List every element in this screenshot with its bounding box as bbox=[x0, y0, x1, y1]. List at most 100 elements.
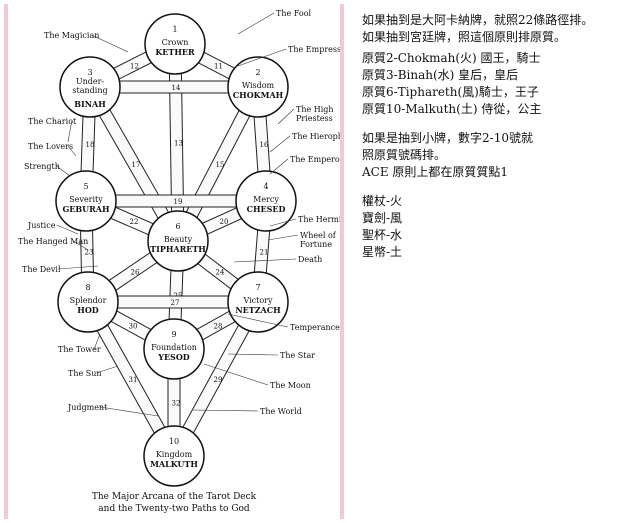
card-label: Fortune bbox=[300, 240, 332, 249]
card-label: Death bbox=[298, 255, 322, 264]
sephirah-circle bbox=[55, 170, 117, 232]
sephirah-name: Mercy bbox=[253, 195, 279, 204]
card-label: Justice bbox=[27, 221, 56, 230]
note-suit-pentacles: 星幣-土 bbox=[362, 245, 403, 259]
leader-line bbox=[277, 108, 295, 125]
path-number: 28 bbox=[214, 323, 223, 331]
sephirah-number: 10 bbox=[169, 437, 179, 446]
card-label: The Chariot bbox=[28, 117, 77, 126]
sephirah-hebrew: GEBURAH bbox=[62, 204, 110, 214]
path-number: 17 bbox=[132, 161, 141, 169]
card-label: The Emperor bbox=[290, 155, 340, 164]
card-label: The Hierophant bbox=[292, 132, 340, 141]
card-label: The Magician bbox=[44, 31, 99, 40]
sephirah-number: 4 bbox=[263, 182, 268, 191]
path-number: 29 bbox=[214, 376, 223, 384]
sephirah-hebrew: NETZACH bbox=[235, 305, 281, 315]
sephirah-number: 3 bbox=[87, 68, 92, 77]
path-number: 32 bbox=[172, 400, 181, 408]
leader-line bbox=[227, 313, 289, 328]
sephirah-name: Victory bbox=[242, 296, 273, 305]
sephirah-name: Foundation bbox=[151, 343, 197, 352]
card-label: The World bbox=[260, 407, 302, 416]
card-label: The Star bbox=[280, 351, 315, 360]
sephirah-name: Crown bbox=[162, 38, 189, 47]
leader-line bbox=[96, 365, 119, 374]
path-number: 20 bbox=[220, 218, 229, 226]
path-number: 23 bbox=[85, 249, 94, 257]
tree-of-life-svg: 1112131415161718192021222324252627282930… bbox=[18, 9, 357, 514]
sephirah-circle bbox=[59, 56, 121, 118]
path-number: 13 bbox=[174, 140, 183, 148]
sephirah-number: 8 bbox=[85, 283, 90, 292]
card-label: The High bbox=[296, 105, 334, 114]
leader-line bbox=[58, 265, 99, 270]
path-number: 19 bbox=[174, 198, 183, 206]
leader-line bbox=[67, 145, 77, 157]
sephirah-hebrew: CHOKMAH bbox=[233, 90, 284, 100]
leader-line bbox=[269, 135, 291, 153]
sephirah-hebrew: YESOD bbox=[157, 352, 190, 362]
path-number: 24 bbox=[216, 269, 225, 277]
note-suit-wands: 權杖-火 bbox=[362, 194, 403, 208]
card-label: Wheel of bbox=[300, 231, 337, 240]
sephirah-name: Under- bbox=[76, 77, 105, 86]
card-label: The Hermit bbox=[298, 215, 340, 224]
card-label: Temperance bbox=[290, 323, 340, 332]
leader-line bbox=[269, 218, 297, 227]
card-label: The Fool bbox=[276, 9, 312, 18]
leader-line bbox=[237, 48, 287, 67]
sephirah-name: Beauty bbox=[164, 235, 193, 244]
path-number: 18 bbox=[86, 141, 95, 149]
card-label: The Devil bbox=[22, 265, 61, 274]
note-minor-2: 照原質號碼排。 bbox=[362, 148, 447, 162]
leader-line bbox=[93, 333, 101, 350]
leader-line bbox=[191, 409, 259, 412]
sephirah-number: 6 bbox=[175, 222, 180, 231]
leader-line bbox=[56, 224, 79, 235]
path-number: 11 bbox=[214, 63, 223, 71]
path-number: 15 bbox=[216, 161, 225, 169]
caption-line1: The Major Arcana of the Tarot Deck bbox=[92, 492, 257, 502]
note-court-malkuth: 原質10-Malkuth(土) 侍從，公主 bbox=[362, 102, 542, 116]
path-number: 31 bbox=[129, 376, 138, 384]
card-label: The Moon bbox=[270, 381, 311, 390]
note-court-binah: 原質3-Binah(水) 皇后，皇后 bbox=[362, 68, 519, 82]
card-label: Strength bbox=[24, 162, 60, 171]
leader-line bbox=[227, 353, 279, 356]
note-minor-3: ACE 原則上都在原質質點1 bbox=[362, 165, 509, 179]
sephirah-name: Wisdom bbox=[242, 81, 275, 90]
leader-line bbox=[91, 34, 129, 53]
card-label: The Tower bbox=[58, 345, 101, 354]
sephirah-circle bbox=[147, 210, 209, 272]
sephirah-hebrew: CHESED bbox=[247, 204, 286, 214]
sephirah-name: standing bbox=[72, 86, 107, 95]
note-court-cards: 如果抽到宮廷牌，照這個原則排原質。 bbox=[362, 30, 567, 44]
leader-line bbox=[73, 240, 89, 251]
note-court-chokmah: 原質2-Chokmah(火) 國王，騎士 bbox=[362, 51, 541, 65]
card-label: Priestess bbox=[296, 114, 333, 123]
leader-line bbox=[56, 165, 71, 177]
note-suit-cups: 聖杯-水 bbox=[362, 228, 403, 242]
caption-line2: and the Twenty-two Paths to God bbox=[98, 504, 250, 514]
path-number: 14 bbox=[172, 84, 181, 92]
card-label: Judgment bbox=[67, 403, 108, 412]
path-number: 27 bbox=[171, 299, 180, 307]
notes-panel: 如果抽到是大阿卡納牌，就照22條路徑排。 如果抽到宮廷牌，照這個原則排原質。 原… bbox=[362, 12, 628, 261]
sephirah-name: Severity bbox=[69, 195, 103, 204]
sephirah-hebrew: BINAH bbox=[74, 99, 106, 109]
note-suit-swords: 寶劍-風 bbox=[362, 211, 403, 225]
path-number: 12 bbox=[130, 63, 139, 71]
sephirah-circle bbox=[144, 13, 206, 75]
leader-line bbox=[269, 158, 289, 175]
